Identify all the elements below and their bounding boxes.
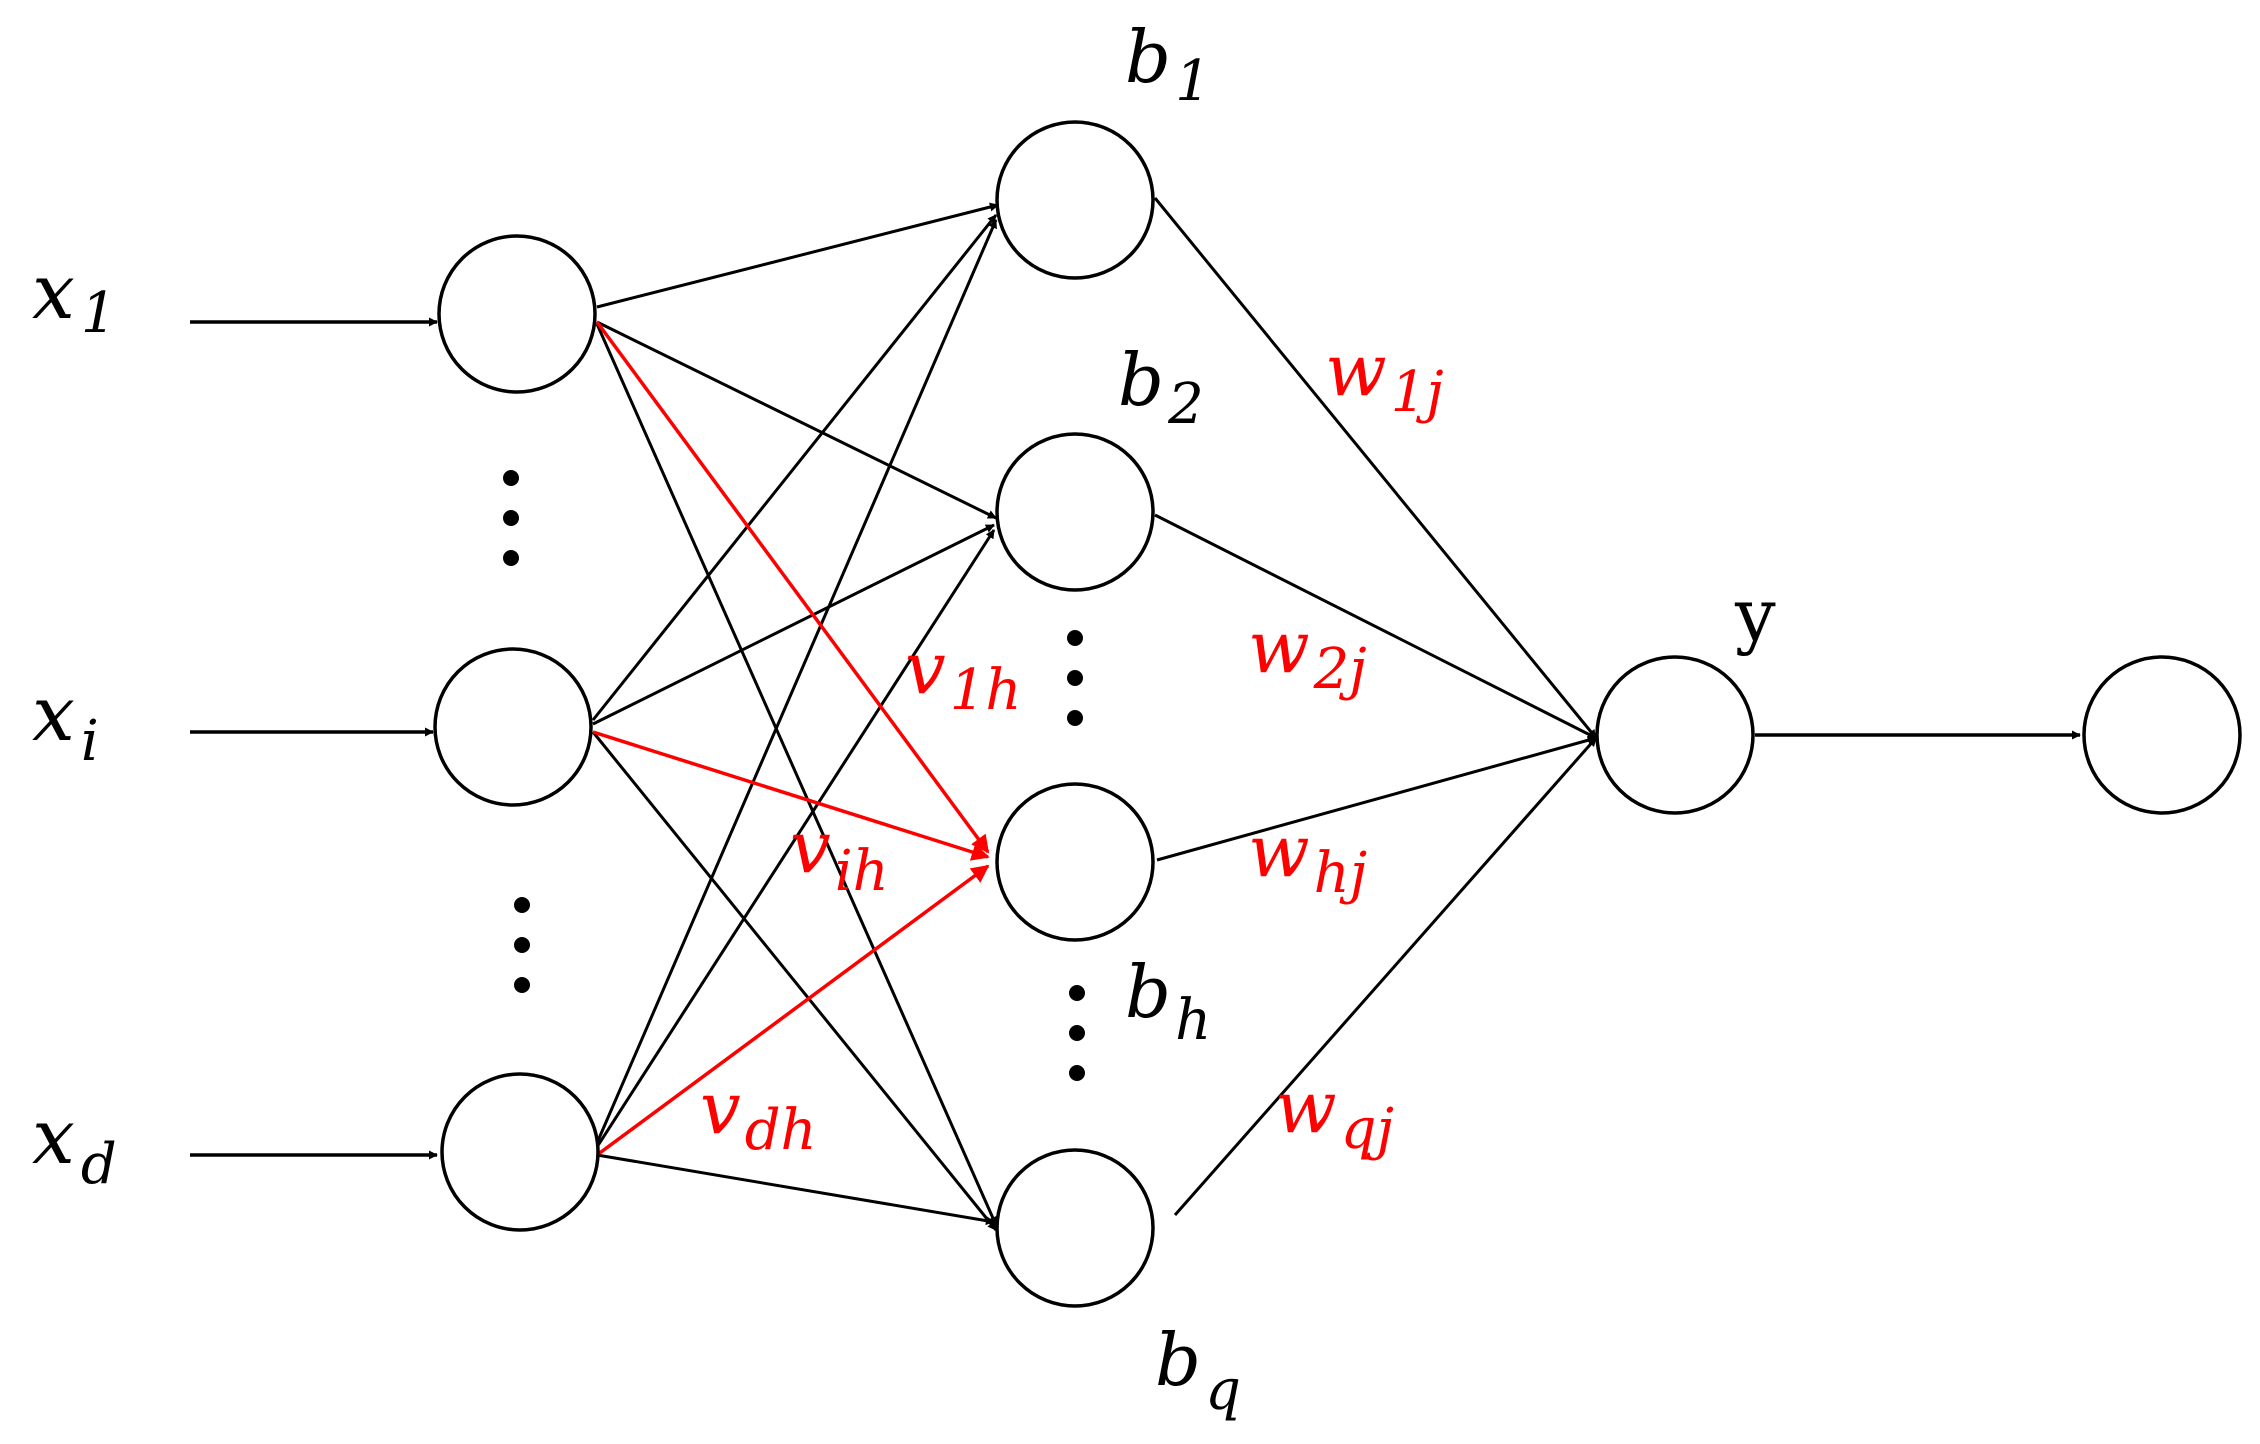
weight-label-vdh: vdh: [700, 1066, 817, 1163]
weight-label-wqj: wqj: [1275, 1065, 1394, 1162]
edge-hh-out: [1156, 735, 1597, 862]
edge-h2-out: [1154, 513, 1597, 740]
hidden-layer: [995, 120, 1155, 1308]
edge-ind-h2: [595, 529, 996, 1148]
hidden-node-q: [995, 1148, 1155, 1308]
vertical-ellipsis-upper-hidden: [1067, 630, 1083, 726]
edge-in1-hq: [595, 323, 998, 1226]
bias-label-b1: b1: [1125, 15, 1211, 114]
input-node-1: [437, 234, 597, 394]
weight-label-w1j: w1j: [1325, 328, 1444, 425]
vertical-ellipsis-lower-inputs: [514, 897, 530, 993]
output-label-y: y: [1734, 573, 1776, 657]
weight-label-vih: vih: [790, 805, 889, 904]
vertical-ellipsis-lower-hidden: [1069, 985, 1085, 1081]
edge-ini-h1: [591, 214, 998, 721]
edge-vih: [592, 730, 990, 861]
hidden-node-1: [995, 120, 1155, 280]
highlighted-edges: [592, 320, 990, 1157]
hidden-node-h: [995, 782, 1155, 942]
final-node: [2082, 655, 2242, 815]
edge-ini-h2: [592, 523, 995, 726]
bias-label-bq: bq: [1155, 1318, 1241, 1423]
weight-label-v1h: v1h: [905, 626, 1021, 723]
edge-hq-out: [1173, 737, 1598, 1216]
input-to-hidden-edges: [591, 202, 999, 1231]
edge-ind-hq: [596, 1153, 995, 1226]
edge-v1h: [595, 320, 990, 854]
edge-vdh: [595, 864, 990, 1157]
input-node-i: [433, 647, 593, 807]
input-arrows: [190, 317, 438, 1160]
hidden-to-output-edges: [1153, 197, 1598, 1216]
input-layer: [433, 234, 600, 1232]
ellipsis-dots: [503, 470, 1085, 1081]
edge-ind-h1: [595, 219, 998, 1144]
bias-label-b2: b2: [1118, 338, 1204, 437]
weight-label-w2j: w2j: [1248, 605, 1367, 702]
edge-h1-out: [1153, 197, 1598, 739]
edge-ini-hq: [591, 731, 998, 1231]
weight-label-whj: whj: [1248, 809, 1367, 906]
edge-in1-h2: [596, 320, 997, 520]
edge-in1-h1: [596, 202, 999, 309]
hidden-node-2: [995, 432, 1155, 592]
bias-label-bh: bh: [1125, 950, 1211, 1053]
input-node-d: [440, 1072, 600, 1232]
vertical-ellipsis-upper-inputs: [503, 470, 519, 566]
output-node: [1595, 655, 1755, 815]
